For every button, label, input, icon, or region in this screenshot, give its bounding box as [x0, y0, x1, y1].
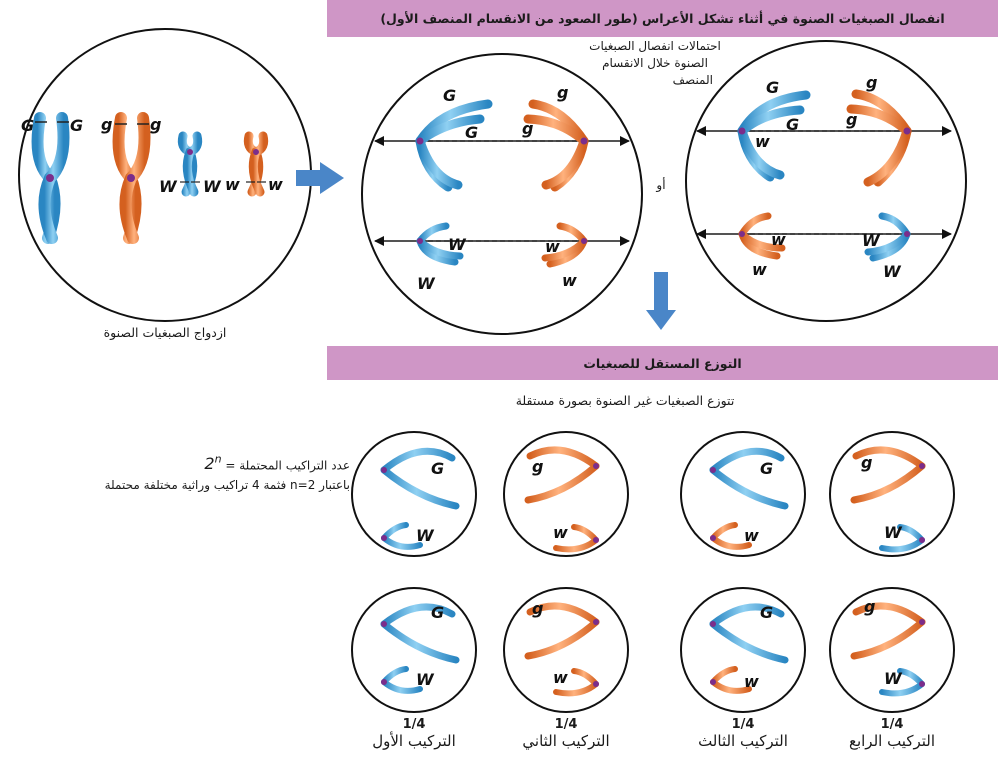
- chromatid-w-a: [541, 222, 588, 268]
- label-W-left: W: [159, 177, 178, 196]
- gamete-3a: [680, 431, 806, 557]
- gamete-2a: [503, 431, 629, 557]
- gamete-1b: [351, 587, 477, 713]
- label-W-right: W: [203, 177, 222, 196]
- label-w-a1: w: [545, 237, 560, 256]
- chromatid-W-b: [864, 212, 911, 262]
- label-W-g1b: W: [416, 670, 435, 689]
- label-W-g1a: W: [416, 526, 435, 545]
- formula-base: 2: [204, 454, 215, 474]
- label-g-g4b: g: [864, 597, 875, 616]
- possibilities-line-1: احتمالات انفصال الصبغيات: [589, 39, 721, 53]
- label-G-left: G: [21, 116, 34, 135]
- label-g-b1: g: [866, 73, 877, 92]
- formula-power: 2n: [204, 453, 222, 474]
- combination-3: 1/4 التركيب الثالث: [683, 717, 803, 750]
- chromatid-G-a: [415, 99, 493, 192]
- combination-3-name: التركيب الثالث: [698, 732, 788, 750]
- banner-separation: انفصال الصبغيات الصنوة في أثناء تشكل الأ…: [327, 0, 998, 37]
- chromatid-w-b: [738, 212, 786, 260]
- formula-line-1: عدد التراكيب المحتملة = 2n: [40, 450, 350, 475]
- label-G-a2: G: [465, 123, 478, 142]
- label-w-g3b: w: [744, 672, 759, 691]
- label-g-g4a: g: [861, 453, 872, 472]
- combination-2-name: التركيب الثاني: [522, 732, 610, 750]
- label-g-right: g: [150, 115, 161, 134]
- label-w-b-top: w: [755, 132, 770, 151]
- label-G-right: G: [70, 116, 83, 135]
- label-G-b1: G: [766, 78, 779, 97]
- possibilities-text: احتمالات انفصال الصبغيات الصنوة خلال الا…: [565, 38, 745, 89]
- combination-2-fraction: 1/4: [554, 717, 578, 732]
- banner-assortment: التوزع المستقل للصبغيات: [327, 346, 998, 380]
- formula-line-2: باعتبار n=2 فثمة 4 تراكيب وراثية مختلفة …: [104, 478, 350, 493]
- label-W-b2: W: [883, 262, 902, 281]
- or-label: أو: [656, 178, 666, 192]
- label-w-b1: w: [771, 230, 786, 249]
- gamete-1a: [351, 431, 477, 557]
- label-w-b2: w: [752, 260, 767, 279]
- label-g-left: g: [101, 115, 112, 134]
- label-W-a2: W: [417, 274, 436, 293]
- label-G-g1b: G: [431, 603, 444, 622]
- combination-4-name: التركيب الرابع: [848, 732, 936, 750]
- gamete-4b: [829, 587, 955, 713]
- chromosome-g-pair: [112, 112, 151, 244]
- pairing-caption: ازدواج الصبغيات الصنوة: [103, 325, 227, 340]
- possibilities-line-3: المنصف: [672, 73, 713, 87]
- arrow-right: [296, 162, 344, 194]
- combination-4-fraction: 1/4: [880, 717, 904, 732]
- label-g-a1: g: [557, 83, 568, 102]
- combination-4: 1/4 التركيب الرابع: [832, 717, 952, 750]
- label-w-g2b: w: [553, 668, 568, 687]
- combination-1-name: التركيب الأول: [372, 732, 456, 750]
- label-G-b2: G: [786, 115, 799, 134]
- formula-block: عدد التراكيب المحتملة = 2n باعتبار n=2 ف…: [40, 450, 350, 495]
- chromosome-G-pair: [31, 112, 70, 244]
- combination-1: 1/4 التركيب الأول: [354, 717, 474, 750]
- label-g-g2a: g: [532, 457, 543, 476]
- combination-1-fraction: 1/4: [402, 717, 426, 732]
- independent-caption: تتوزع الصبغيات غير الصنوة بصورة مستقلة: [515, 393, 735, 408]
- label-W-g4b: W: [884, 669, 903, 688]
- chromosome-W-pair: [177, 131, 203, 197]
- combination-3-fraction: 1/4: [731, 717, 755, 732]
- label-w-left: w: [225, 175, 240, 194]
- label-w-right: w: [268, 175, 283, 194]
- possibilities-line-2: الصنوة خلال الانقسام: [602, 56, 708, 70]
- formula-label: عدد التراكيب المحتملة =: [225, 458, 350, 473]
- label-G-g3b: G: [760, 603, 773, 622]
- chromosome-w-pair: [243, 131, 269, 197]
- gamete-4a: [829, 431, 955, 557]
- label-w-g2a: w: [553, 523, 568, 542]
- chromatid-G-b: [737, 90, 811, 182]
- formula-exponent: n: [214, 453, 222, 466]
- combination-2: 1/4 التركيب الثاني: [506, 717, 626, 750]
- label-G-g1a: G: [431, 459, 444, 478]
- label-G-g3a: G: [760, 459, 773, 478]
- label-W-a1: W: [448, 235, 467, 254]
- arrow-down: [646, 272, 676, 330]
- chromatid-g-b: [846, 89, 912, 187]
- label-g-g2b: g: [532, 599, 543, 618]
- label-G-a1: G: [443, 86, 456, 105]
- chromatid-g-a: [523, 99, 589, 192]
- chromatid-W-a: [416, 222, 464, 266]
- label-W-g4a: W: [884, 523, 903, 542]
- label-g-b2: g: [846, 110, 857, 129]
- gamete-3b: [680, 587, 806, 713]
- label-W-b1: W: [862, 231, 881, 250]
- label-w-g3a: w: [744, 526, 759, 545]
- gamete-2b: [503, 587, 629, 713]
- label-w-a2: w: [562, 271, 577, 290]
- separation-cell-a: [361, 53, 643, 335]
- label-g-a2: g: [522, 119, 533, 138]
